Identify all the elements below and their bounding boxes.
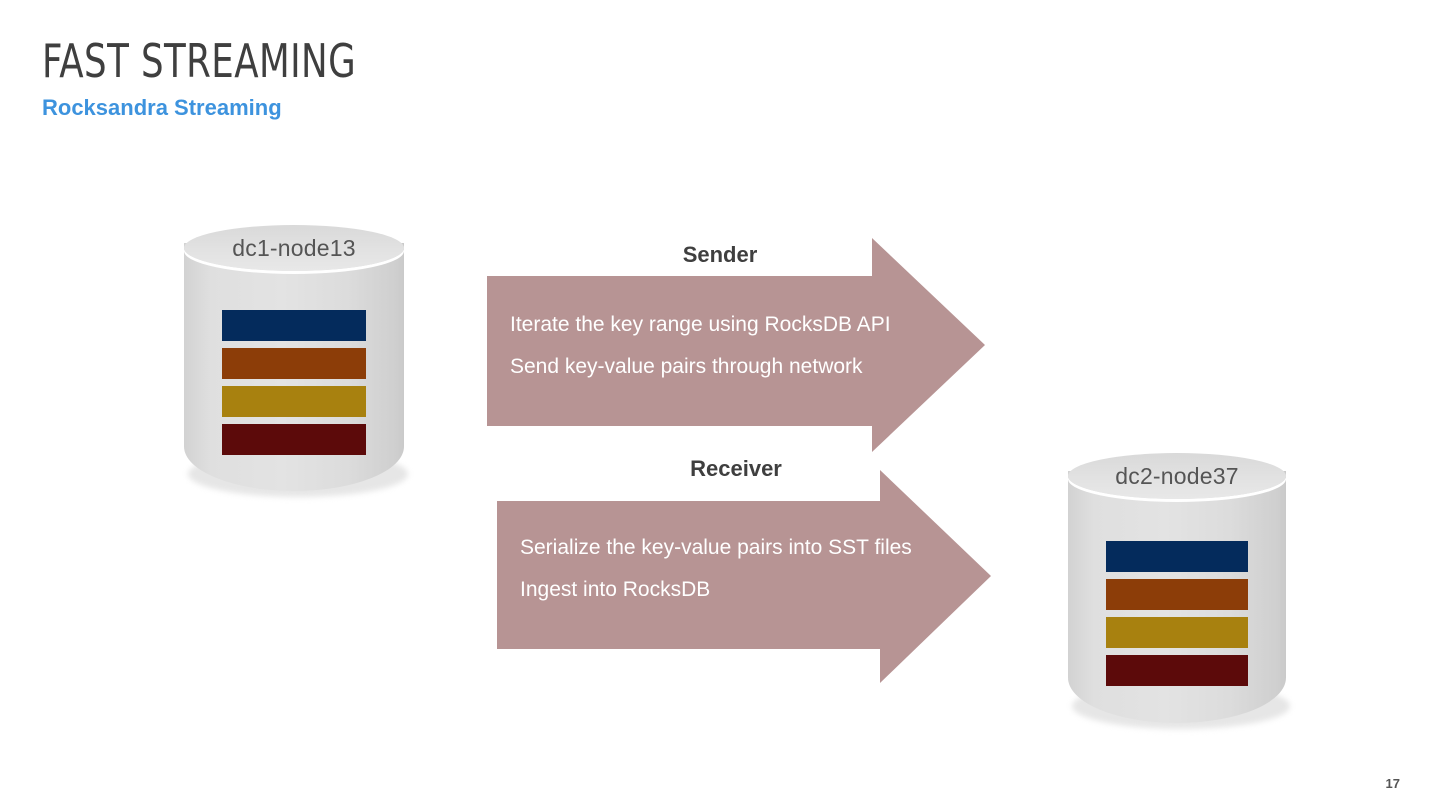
cylinder-top-ellipse [1068, 453, 1286, 499]
sstable-band [1106, 541, 1248, 572]
sender-line-1: Iterate the key range using RocksDB API [510, 313, 891, 336]
receiver-description: Serialize the key-value pairs into SST f… [520, 527, 912, 611]
sstable-band [222, 424, 366, 455]
sstable-band-group-source [222, 310, 366, 455]
sstable-band-group-destination [1106, 541, 1248, 686]
page-title: FAST STREAMING [42, 34, 357, 88]
sstable-band [1106, 655, 1248, 686]
receiver-line-1: Serialize the key-value pairs into SST f… [520, 536, 912, 559]
title-block: FAST STREAMING Rocksandra Streaming [42, 34, 742, 122]
database-cylinder-destination: dc2-node37 [1068, 453, 1290, 729]
database-cylinder-source: dc1-node13 [184, 225, 408, 497]
sstable-band [1106, 617, 1248, 648]
cylinder-label-source: dc1-node13 [232, 235, 356, 261]
page-subtitle: Rocksandra Streaming [42, 95, 282, 120]
sstable-band [1106, 579, 1248, 610]
sender-heading: Sender [682, 242, 758, 267]
cylinder-top-ellipse [184, 225, 404, 271]
receiver-flow-arrow [497, 470, 993, 683]
receiver-line-2: Ingest into RocksDB [520, 578, 711, 601]
sender-flow-arrow [487, 238, 987, 452]
sstable-band [222, 386, 366, 417]
sender-description: Iterate the key range using RocksDB API … [510, 304, 891, 388]
cylinder-label-destination: dc2-node37 [1115, 463, 1239, 489]
receiver-heading: Receiver [690, 456, 782, 481]
arrow-right-icon [487, 238, 985, 452]
page-number: 17 [1385, 776, 1400, 791]
sstable-band [222, 348, 366, 379]
sender-line-2: Send key-value pairs through network [510, 355, 863, 378]
arrow-right-icon [497, 470, 991, 683]
sstable-band [222, 310, 366, 341]
